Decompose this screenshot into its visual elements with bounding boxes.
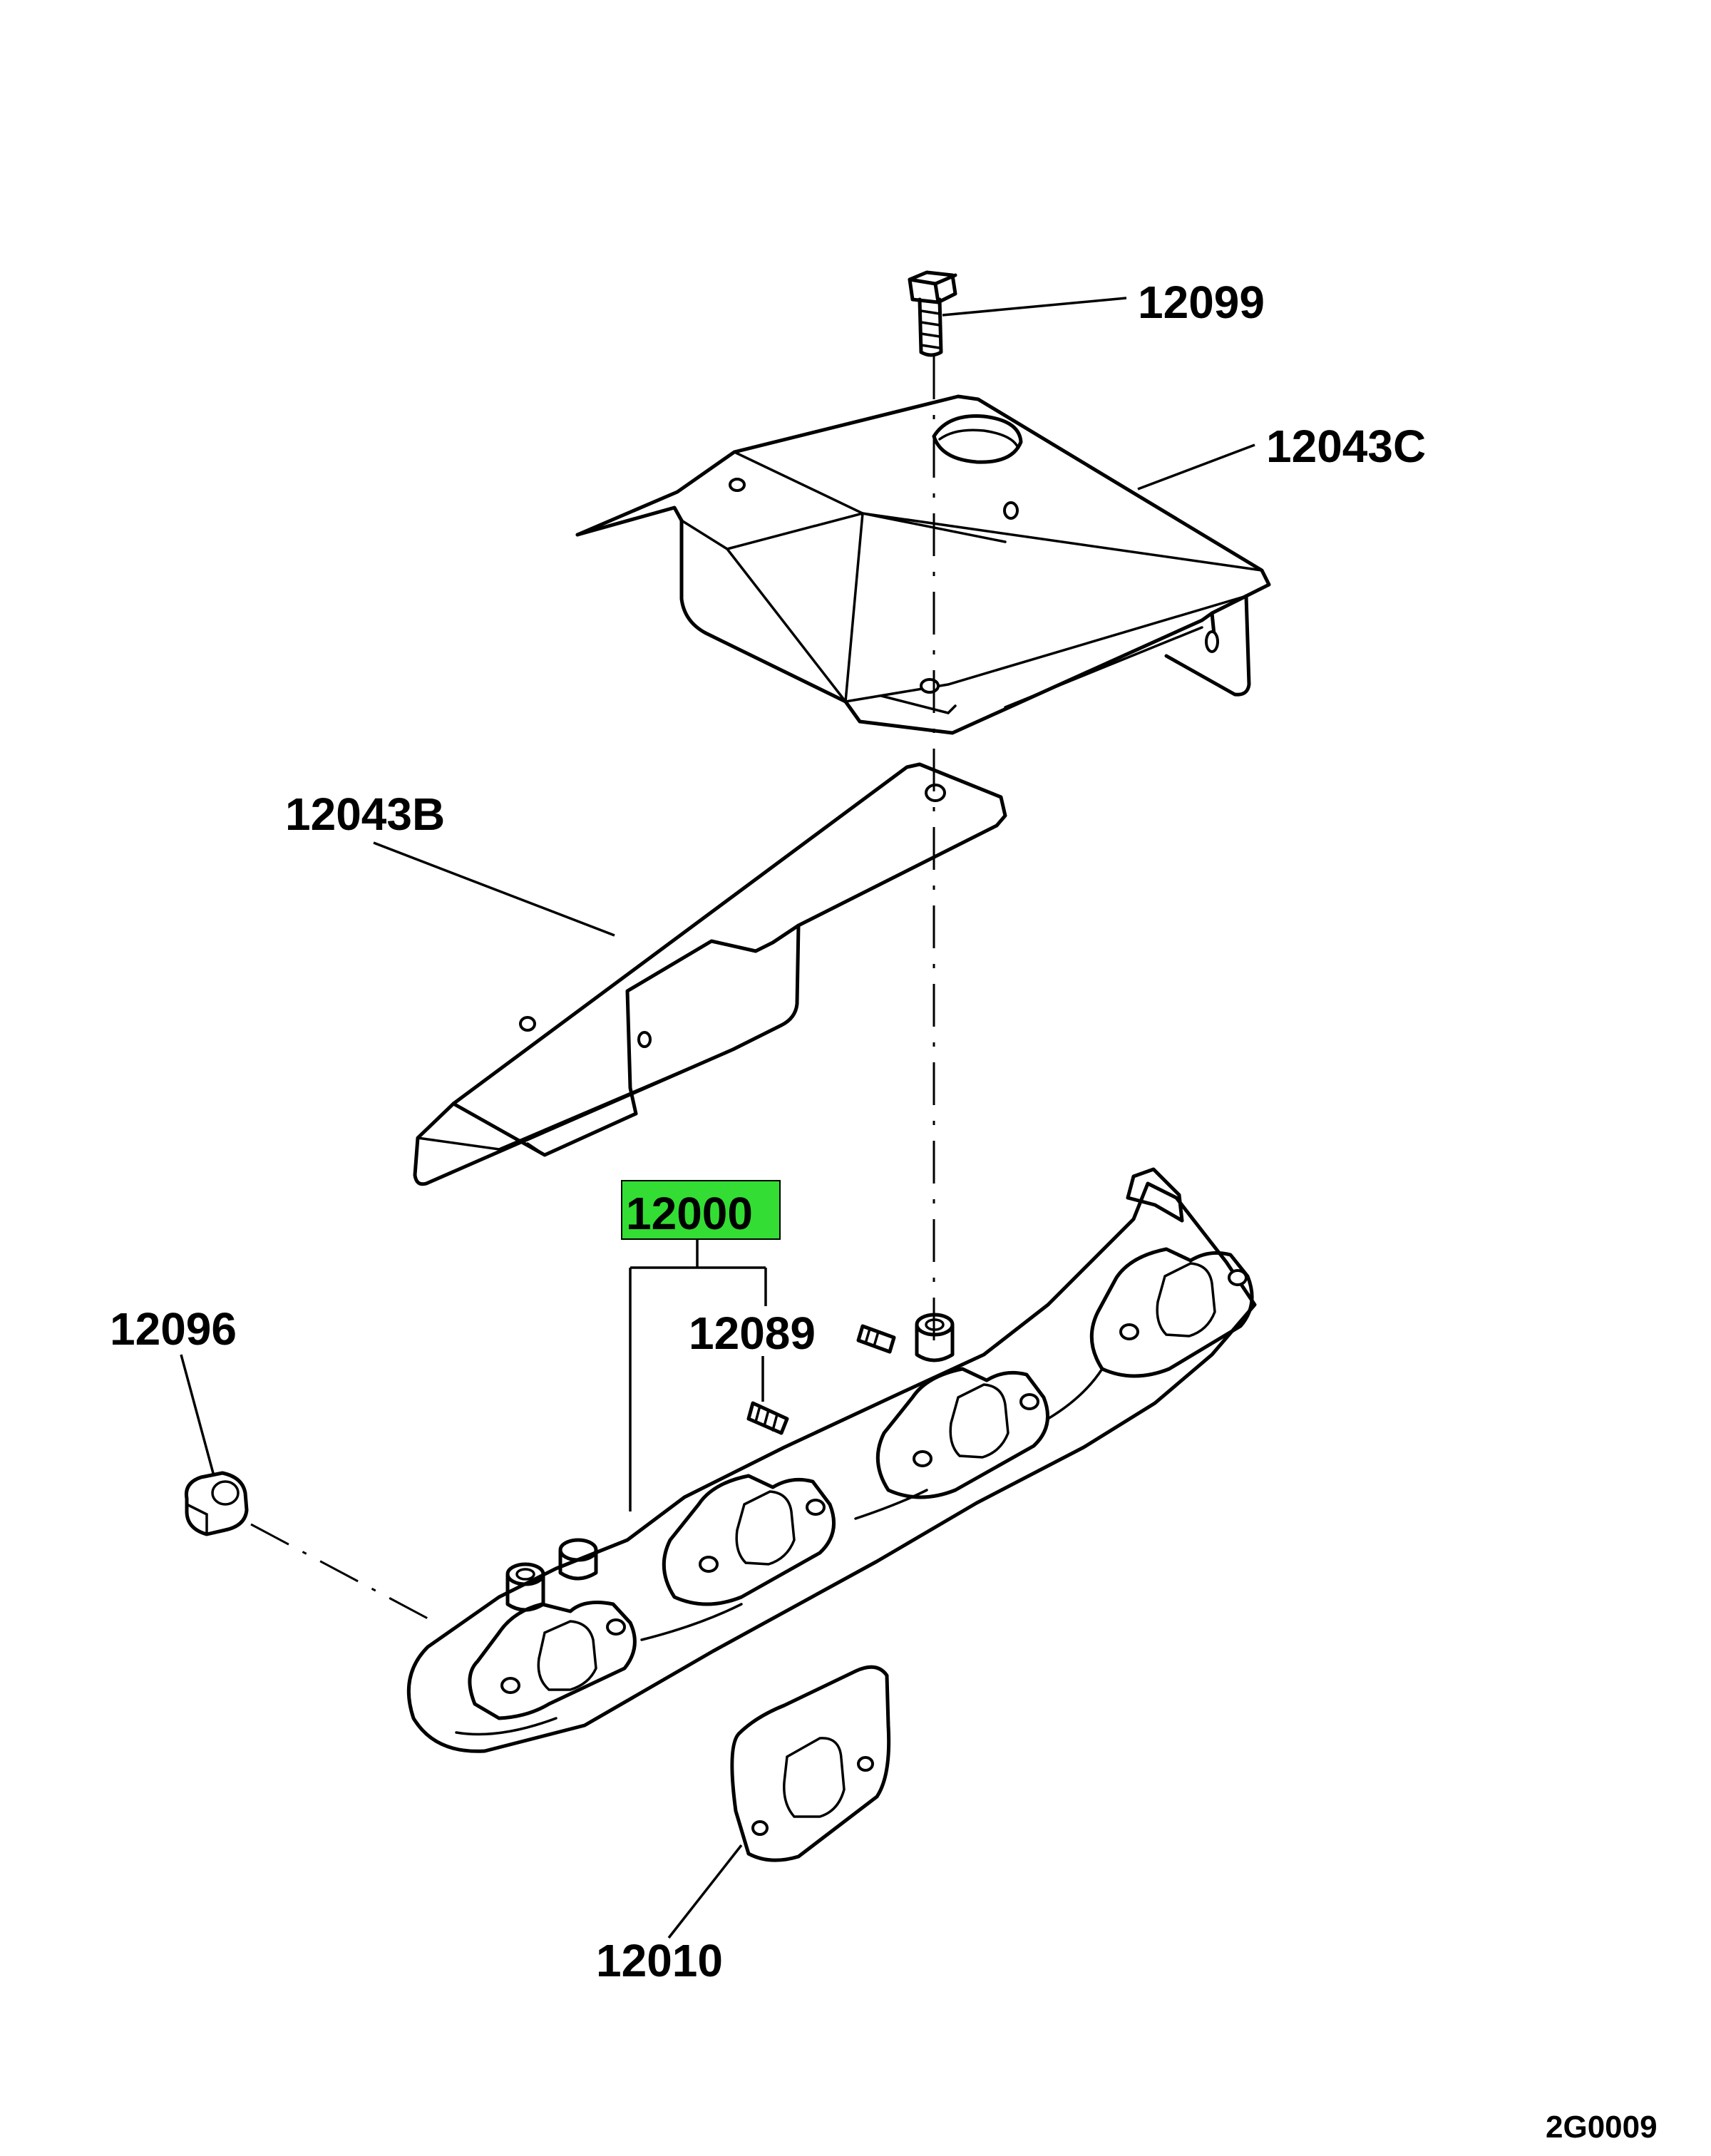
callout-12099[interactable]: 12099 [1138,277,1265,328]
callout-12000-highlight [621,1180,781,1240]
leader-12099 [942,297,1127,317]
callout-12089[interactable]: 12089 [689,1308,816,1359]
stud-12089[interactable] [746,1324,896,1435]
leader-12000 [629,1238,767,1511]
assembly-line-nut [250,1523,428,1620]
leader-12043c [1137,443,1255,491]
nut-12096[interactable] [184,1471,249,1536]
heat-shield-12043c[interactable] [575,394,1271,735]
callout-12043c[interactable]: 12043C [1266,421,1426,472]
callout-12000[interactable]: 12000 [626,1188,753,1239]
heat-shield-12043b[interactable] [413,762,1007,1186]
exhaust-manifold-12000[interactable] [406,1167,1257,1753]
leader-12010 [667,1844,743,1939]
callout-12096[interactable]: 12096 [110,1303,237,1355]
diagram-reference-code: 2G0009 [1546,2110,1658,2145]
bolt-12099[interactable] [908,270,957,357]
leader-12043b [373,841,615,937]
leader-12096 [180,1354,215,1477]
callout-12043b[interactable]: 12043B [285,789,445,840]
gasket-12010[interactable] [730,1665,891,1862]
callout-12010[interactable]: 12010 [596,1935,723,1986]
